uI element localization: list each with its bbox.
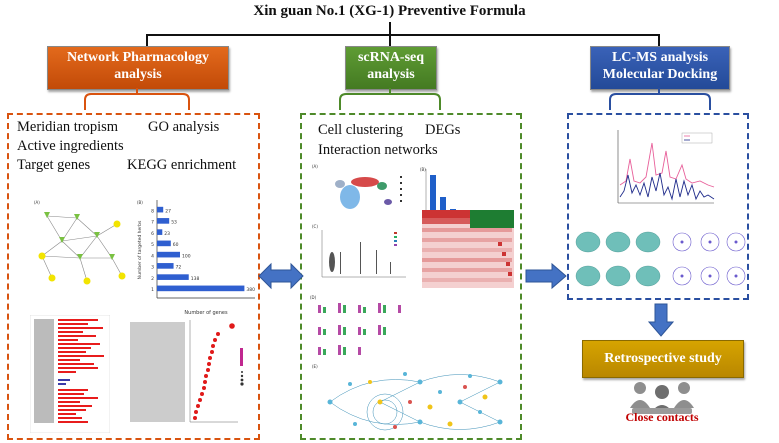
degs-label: DEGs xyxy=(425,122,461,138)
bar-1 xyxy=(157,285,245,292)
bar-value-label: 138 xyxy=(191,276,200,282)
bar-category-label: 5 xyxy=(151,242,154,248)
scrna-header-line2: analysis xyxy=(367,67,415,82)
retrospective-study-box: Retrospective study xyxy=(582,340,744,378)
lcms-chromatogram-thumbnail xyxy=(617,130,715,204)
scrna-label-e: (E) xyxy=(312,364,318,369)
go-enrichment-thumbnail xyxy=(30,315,110,433)
expression-boxplots-thumbnail: (D) xyxy=(310,295,401,355)
bar-8 xyxy=(157,206,164,213)
network-header-line2: analysis xyxy=(114,67,162,82)
connector-vertical-top xyxy=(389,22,391,36)
lcms-header: LC-MS analysis Molecular Docking xyxy=(590,46,730,90)
scrna-label-d: (D) xyxy=(310,295,317,300)
lcms-header-line2: Molecular Docking xyxy=(602,67,718,82)
bar-chart-ylabel: Number of targeted herbs xyxy=(137,220,143,279)
connector-horizontal xyxy=(146,34,660,36)
bar-chart-xlabel: Number of genes xyxy=(184,310,228,316)
bar-category-label: 2 xyxy=(151,276,154,282)
bar-value-label: 23 xyxy=(164,231,170,237)
bar-category-label: 1 xyxy=(151,287,154,293)
lcms-panel xyxy=(567,113,749,300)
active-ingredients-label: Active ingredients xyxy=(17,138,124,154)
network-panel-a-label: (A) xyxy=(34,200,40,205)
targeted-herbs-bar-chart: (B) Number of targeted herbs Number of g… xyxy=(137,200,255,316)
scrna-header: scRNA-seq analysis xyxy=(345,46,437,90)
scrna-label-b: (B) xyxy=(420,167,426,172)
kegg-dotplot-thumbnail xyxy=(130,320,244,423)
bar-2 xyxy=(157,274,189,280)
bar-value-label: 27 xyxy=(165,208,171,214)
bar-category-label: 8 xyxy=(151,208,154,214)
bar-value-label: 60 xyxy=(173,242,179,248)
lcms-header-line1: LC-MS analysis xyxy=(611,50,709,65)
bar-value-label: 72 xyxy=(176,265,182,271)
connector-mid-drop xyxy=(389,34,391,46)
close-contacts-label: Close contacts xyxy=(625,410,699,424)
people-group-icon xyxy=(630,382,694,414)
cell-clustering-umap-thumbnail: (A) xyxy=(312,164,402,209)
bar-category-label: 4 xyxy=(151,253,154,259)
bar-category-label: 7 xyxy=(151,220,154,226)
interaction-network-thumbnail: (E) xyxy=(312,364,503,431)
bar-category-label: 3 xyxy=(151,265,154,271)
scrna-label-a: (A) xyxy=(312,164,318,169)
diagram-title: Xin guan No.1 (XG-1) Preventive Formula xyxy=(253,3,526,19)
bar-5 xyxy=(157,240,171,247)
network-header-line1: Network Pharmacology xyxy=(67,50,209,65)
bar-value-label: 53 xyxy=(171,220,177,226)
meridian-tropism-label: Meridian tropism xyxy=(17,119,119,135)
arrow-down xyxy=(648,303,674,337)
cell-clustering-label: Cell clustering xyxy=(318,122,403,138)
go-analysis-label: GO analysis xyxy=(148,119,220,135)
connector-right-drop xyxy=(658,34,660,46)
bar-3 xyxy=(157,263,174,269)
network-pharmacology-header: Network Pharmacology analysis xyxy=(47,46,229,90)
network-graph-thumbnail: (A) xyxy=(34,200,126,285)
kegg-enrichment-label: KEGG enrichment xyxy=(127,157,237,173)
interaction-networks-label: Interaction networks xyxy=(318,142,438,158)
bar-value-label: 100 xyxy=(182,253,191,259)
double-arrow-left xyxy=(258,262,304,290)
bar-value-label: 380 xyxy=(246,287,255,293)
bar-chart-bars: 1 380 2 138 3 72 4 100 5 60 6 23 7 53 8 27 xyxy=(151,206,255,293)
bar-4 xyxy=(157,251,180,258)
target-genes-label: Target genes xyxy=(17,157,91,173)
bar-7 xyxy=(157,218,170,224)
bar-category-label: 6 xyxy=(151,231,154,237)
header-brackets xyxy=(84,88,711,110)
scrna-header-line1: scRNA-seq xyxy=(357,50,425,65)
bar-chart-panel-b-label: (B) xyxy=(137,200,143,205)
heatmap-thumbnail xyxy=(422,210,514,288)
bar-6 xyxy=(157,229,163,235)
violin-plot-thumbnail: (C) xyxy=(312,224,406,278)
scrna-label-c: (C) xyxy=(312,224,318,229)
connector-left-drop xyxy=(146,34,148,46)
molecular-docking-thumbnail xyxy=(575,231,746,287)
arrow-right xyxy=(525,262,567,290)
